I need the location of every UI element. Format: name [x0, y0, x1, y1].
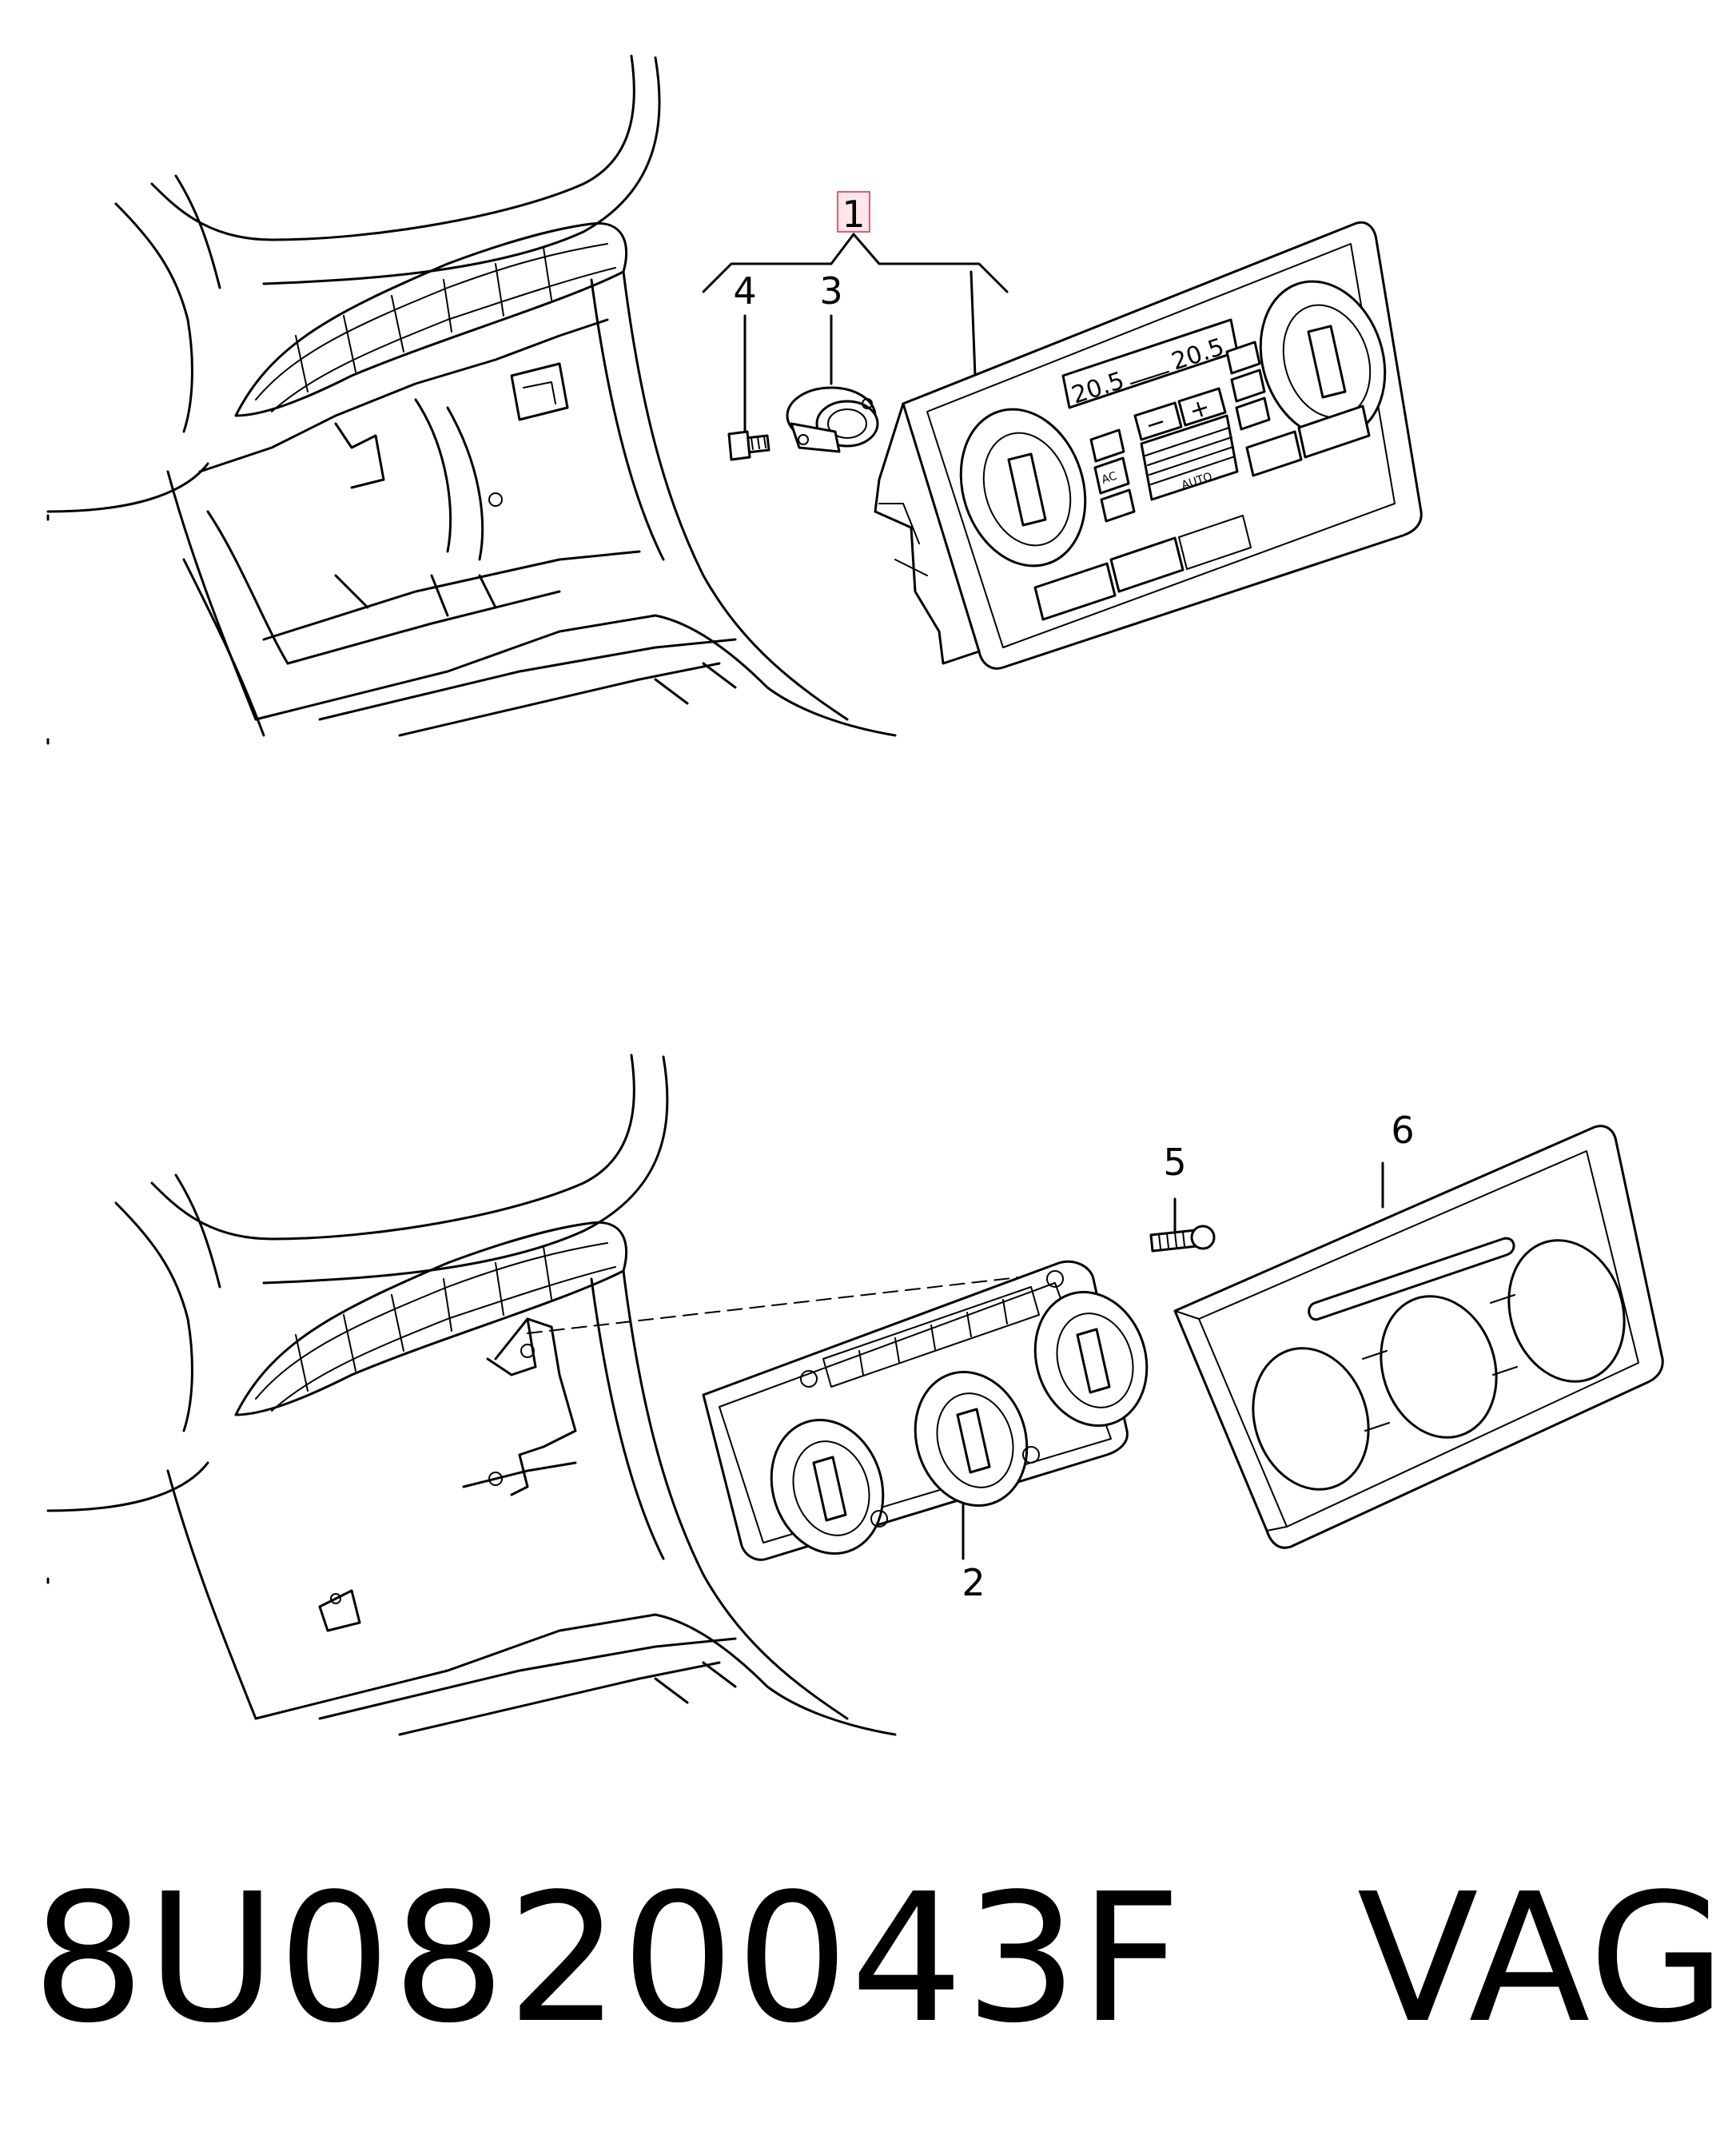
- callout-5: 5: [1163, 1141, 1186, 1184]
- top-dashboard-illustration: [46, 54, 897, 745]
- sensor-part-3: [786, 386, 879, 453]
- footer-gap: [1183, 1856, 1357, 2062]
- climate-control-part-2: [702, 1260, 1149, 1561]
- brand-name: VAG: [1356, 1856, 1728, 2062]
- screw-part-5: [1149, 1225, 1216, 1253]
- part-number-footer: 8U0820043F VAG: [32, 1870, 1728, 2048]
- screw-part-4: [727, 430, 770, 461]
- ac-label: AC: [1100, 470, 1118, 487]
- callout-1: 1: [842, 193, 865, 236]
- trim-frame-part-6: [1173, 1125, 1664, 1549]
- callout-4: 4: [733, 269, 756, 313]
- callout-6: 6: [1391, 1109, 1414, 1152]
- callout-1-highlight: [837, 191, 870, 233]
- bottom-dashboard-illustration: [46, 1054, 897, 1736]
- callout-3: 3: [819, 269, 842, 313]
- callout-2: 2: [962, 1561, 985, 1604]
- bottom-leader-lines: [527, 1161, 1384, 1560]
- top-leader-lines: [702, 233, 1009, 437]
- climate-panel-part-1: 20.5 20.5 − + AUTO AC: [874, 221, 1423, 670]
- part-number: 8U0820043F: [32, 1856, 1184, 2062]
